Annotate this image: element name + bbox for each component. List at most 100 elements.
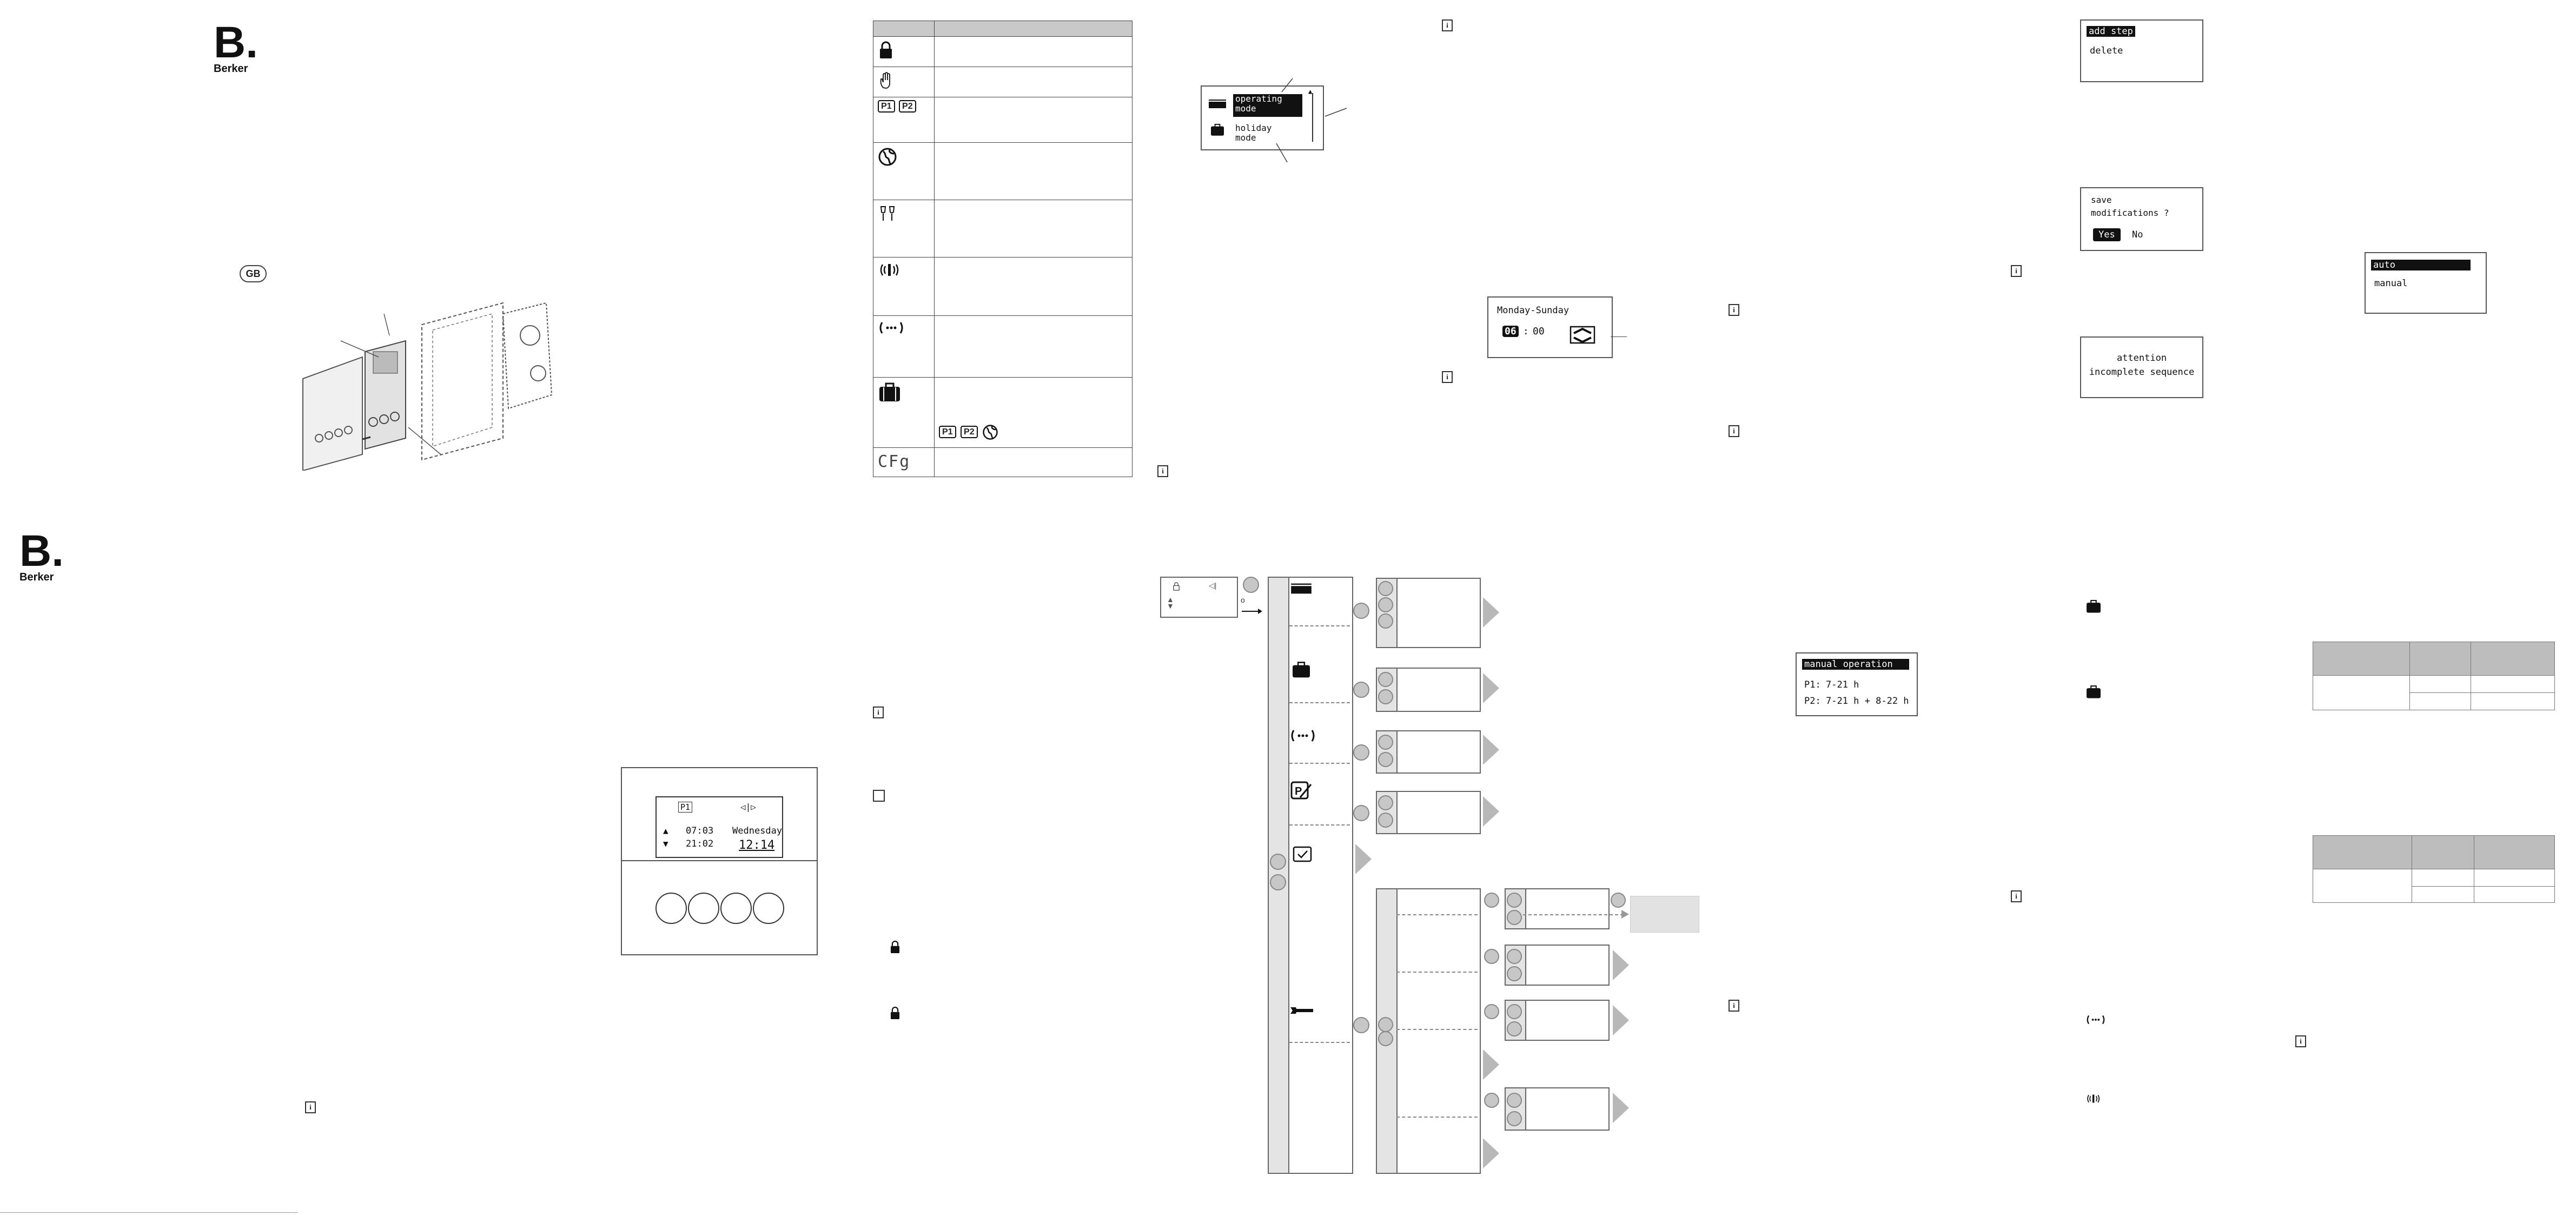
save-dialog-line1: save <box>2091 195 2112 205</box>
button-indicator <box>1611 893 1626 908</box>
info-icon: i <box>873 706 884 718</box>
info-icon: i <box>1729 1000 1739 1012</box>
day-range-title: Monday-Sunday <box>1497 305 1570 316</box>
menu-item-holiday-mode: holiday mode <box>1235 123 1272 143</box>
p1-icon: P1 <box>678 802 693 813</box>
globe-icon <box>878 148 897 166</box>
p-edit-icon: P <box>1290 781 1312 800</box>
time-separator: : <box>1523 326 1529 337</box>
logo-letter: B. <box>19 526 64 576</box>
button-indicator <box>1378 752 1393 767</box>
yes-option: Yes <box>2093 228 2121 241</box>
wrench-icon <box>1290 1007 1313 1014</box>
suitcase-icon <box>1293 662 1310 678</box>
button-indicator <box>1378 1017 1393 1032</box>
ok-arrow: o <box>1241 596 1262 614</box>
clock-bar-icon <box>1209 100 1226 108</box>
day-time-screen: Monday-Sunday 06 : 00 <box>1487 296 1613 358</box>
save-dialog-line2: modifications ? <box>2091 208 2169 218</box>
presence-icon <box>880 264 899 276</box>
up-arrow-icon: ▲ <box>663 826 668 836</box>
lock-icon <box>890 1006 900 1019</box>
connector <box>1289 1042 1350 1043</box>
next-arrow <box>1483 1049 1499 1080</box>
lock-icon <box>880 41 892 58</box>
button-indicator <box>1378 689 1393 704</box>
radio-icon <box>879 322 903 334</box>
settings-table-1 <box>2313 642 2555 710</box>
next-arrow <box>1483 735 1499 765</box>
clock-time: 12:14 <box>739 838 775 852</box>
button-indicator <box>1353 603 1369 619</box>
info-icon: i <box>1442 19 1453 31</box>
p2-label: P2: <box>1804 696 1821 706</box>
glasses-icon <box>880 206 895 221</box>
button-indicator <box>1484 893 1499 908</box>
logo-top: B. Berker <box>214 21 273 80</box>
connector <box>1289 702 1350 703</box>
button-indicator <box>1270 854 1286 870</box>
menu-item-operating-mode: operating mode <box>1233 94 1302 117</box>
menu-item-delete: delete <box>2090 45 2123 56</box>
submenu-level2-2 <box>1505 945 1610 986</box>
button-indicator <box>1484 949 1499 964</box>
suitcase-icon <box>2087 685 2101 698</box>
button-indicator <box>1378 813 1393 828</box>
next-arrow <box>1355 844 1372 874</box>
hand-row <box>873 67 935 97</box>
presence-icon <box>2087 1094 2100 1103</box>
lock-icon <box>890 940 900 953</box>
connector <box>1289 625 1350 626</box>
button-indicator <box>1484 1004 1499 1019</box>
button-indicator <box>1378 1031 1393 1046</box>
button-indicator <box>1378 672 1393 687</box>
logo-letter: B. <box>214 18 258 67</box>
button-indicator <box>1353 1017 1369 1033</box>
device-button-3 <box>720 893 752 924</box>
diagram-device-display: ◁| ▲▼ <box>1160 577 1238 618</box>
callout-line <box>1611 336 1627 337</box>
svg-text:o: o <box>1241 596 1245 604</box>
connector <box>1396 1029 1478 1030</box>
greyed-result-box <box>1630 896 1699 933</box>
small-arrow <box>1621 910 1629 919</box>
connector <box>1396 1117 1478 1118</box>
hand-icon <box>880 72 890 89</box>
button-indicator <box>1378 735 1393 750</box>
submenu-level2-3 <box>1505 1000 1610 1041</box>
up-down-arrows-icon: ▲▼ <box>1167 595 1174 610</box>
connector <box>1396 914 1478 915</box>
button-indicator <box>1507 1021 1522 1036</box>
clock-bar-icon <box>1291 583 1312 594</box>
save-dialog-screen: save modifications ? Yes No <box>2080 187 2203 251</box>
globe-row <box>873 142 935 200</box>
auto-manual-menu: auto manual <box>2365 252 2487 314</box>
attention-dialog-screen: attention incomplete sequence <box>2080 336 2203 398</box>
lock-icon <box>1173 582 1180 591</box>
next-arrow <box>1483 673 1499 703</box>
radio-icon <box>1291 730 1315 742</box>
submenu-radio <box>1376 730 1481 774</box>
device-front-illustration: P1 ◁|▷ ▲ ▼ 07:03 21:02 Wednesday 12:14 <box>621 767 818 955</box>
language-badge: GB <box>240 265 267 282</box>
callout-lines <box>1276 78 1347 163</box>
step-menu-screen: add step delete <box>2080 19 2203 82</box>
clock-check-icon <box>1293 846 1312 862</box>
menu-item-manual: manual <box>2374 278 2408 289</box>
button-indicator <box>1507 1004 1522 1019</box>
button-indicator <box>1353 805 1369 821</box>
p1-icon: P1 <box>939 426 956 439</box>
info-icon: i <box>2295 1035 2306 1047</box>
menu-item-add-step: add step <box>2087 26 2135 37</box>
suitcase-row <box>873 377 935 448</box>
next-arrow <box>1613 950 1629 980</box>
radio-row <box>873 315 935 378</box>
mode-menu-screen: operating mode holiday mode ▲ <box>1201 85 1324 150</box>
logo-word: Berker <box>19 571 54 583</box>
info-icon: i <box>1442 371 1453 383</box>
submenu-level2-1 <box>1505 888 1610 929</box>
button-indicator <box>1353 682 1369 698</box>
button-indicator <box>1484 1093 1499 1108</box>
presence-icon: ◁|▷ <box>740 802 756 812</box>
submenu-holiday <box>1376 668 1481 712</box>
